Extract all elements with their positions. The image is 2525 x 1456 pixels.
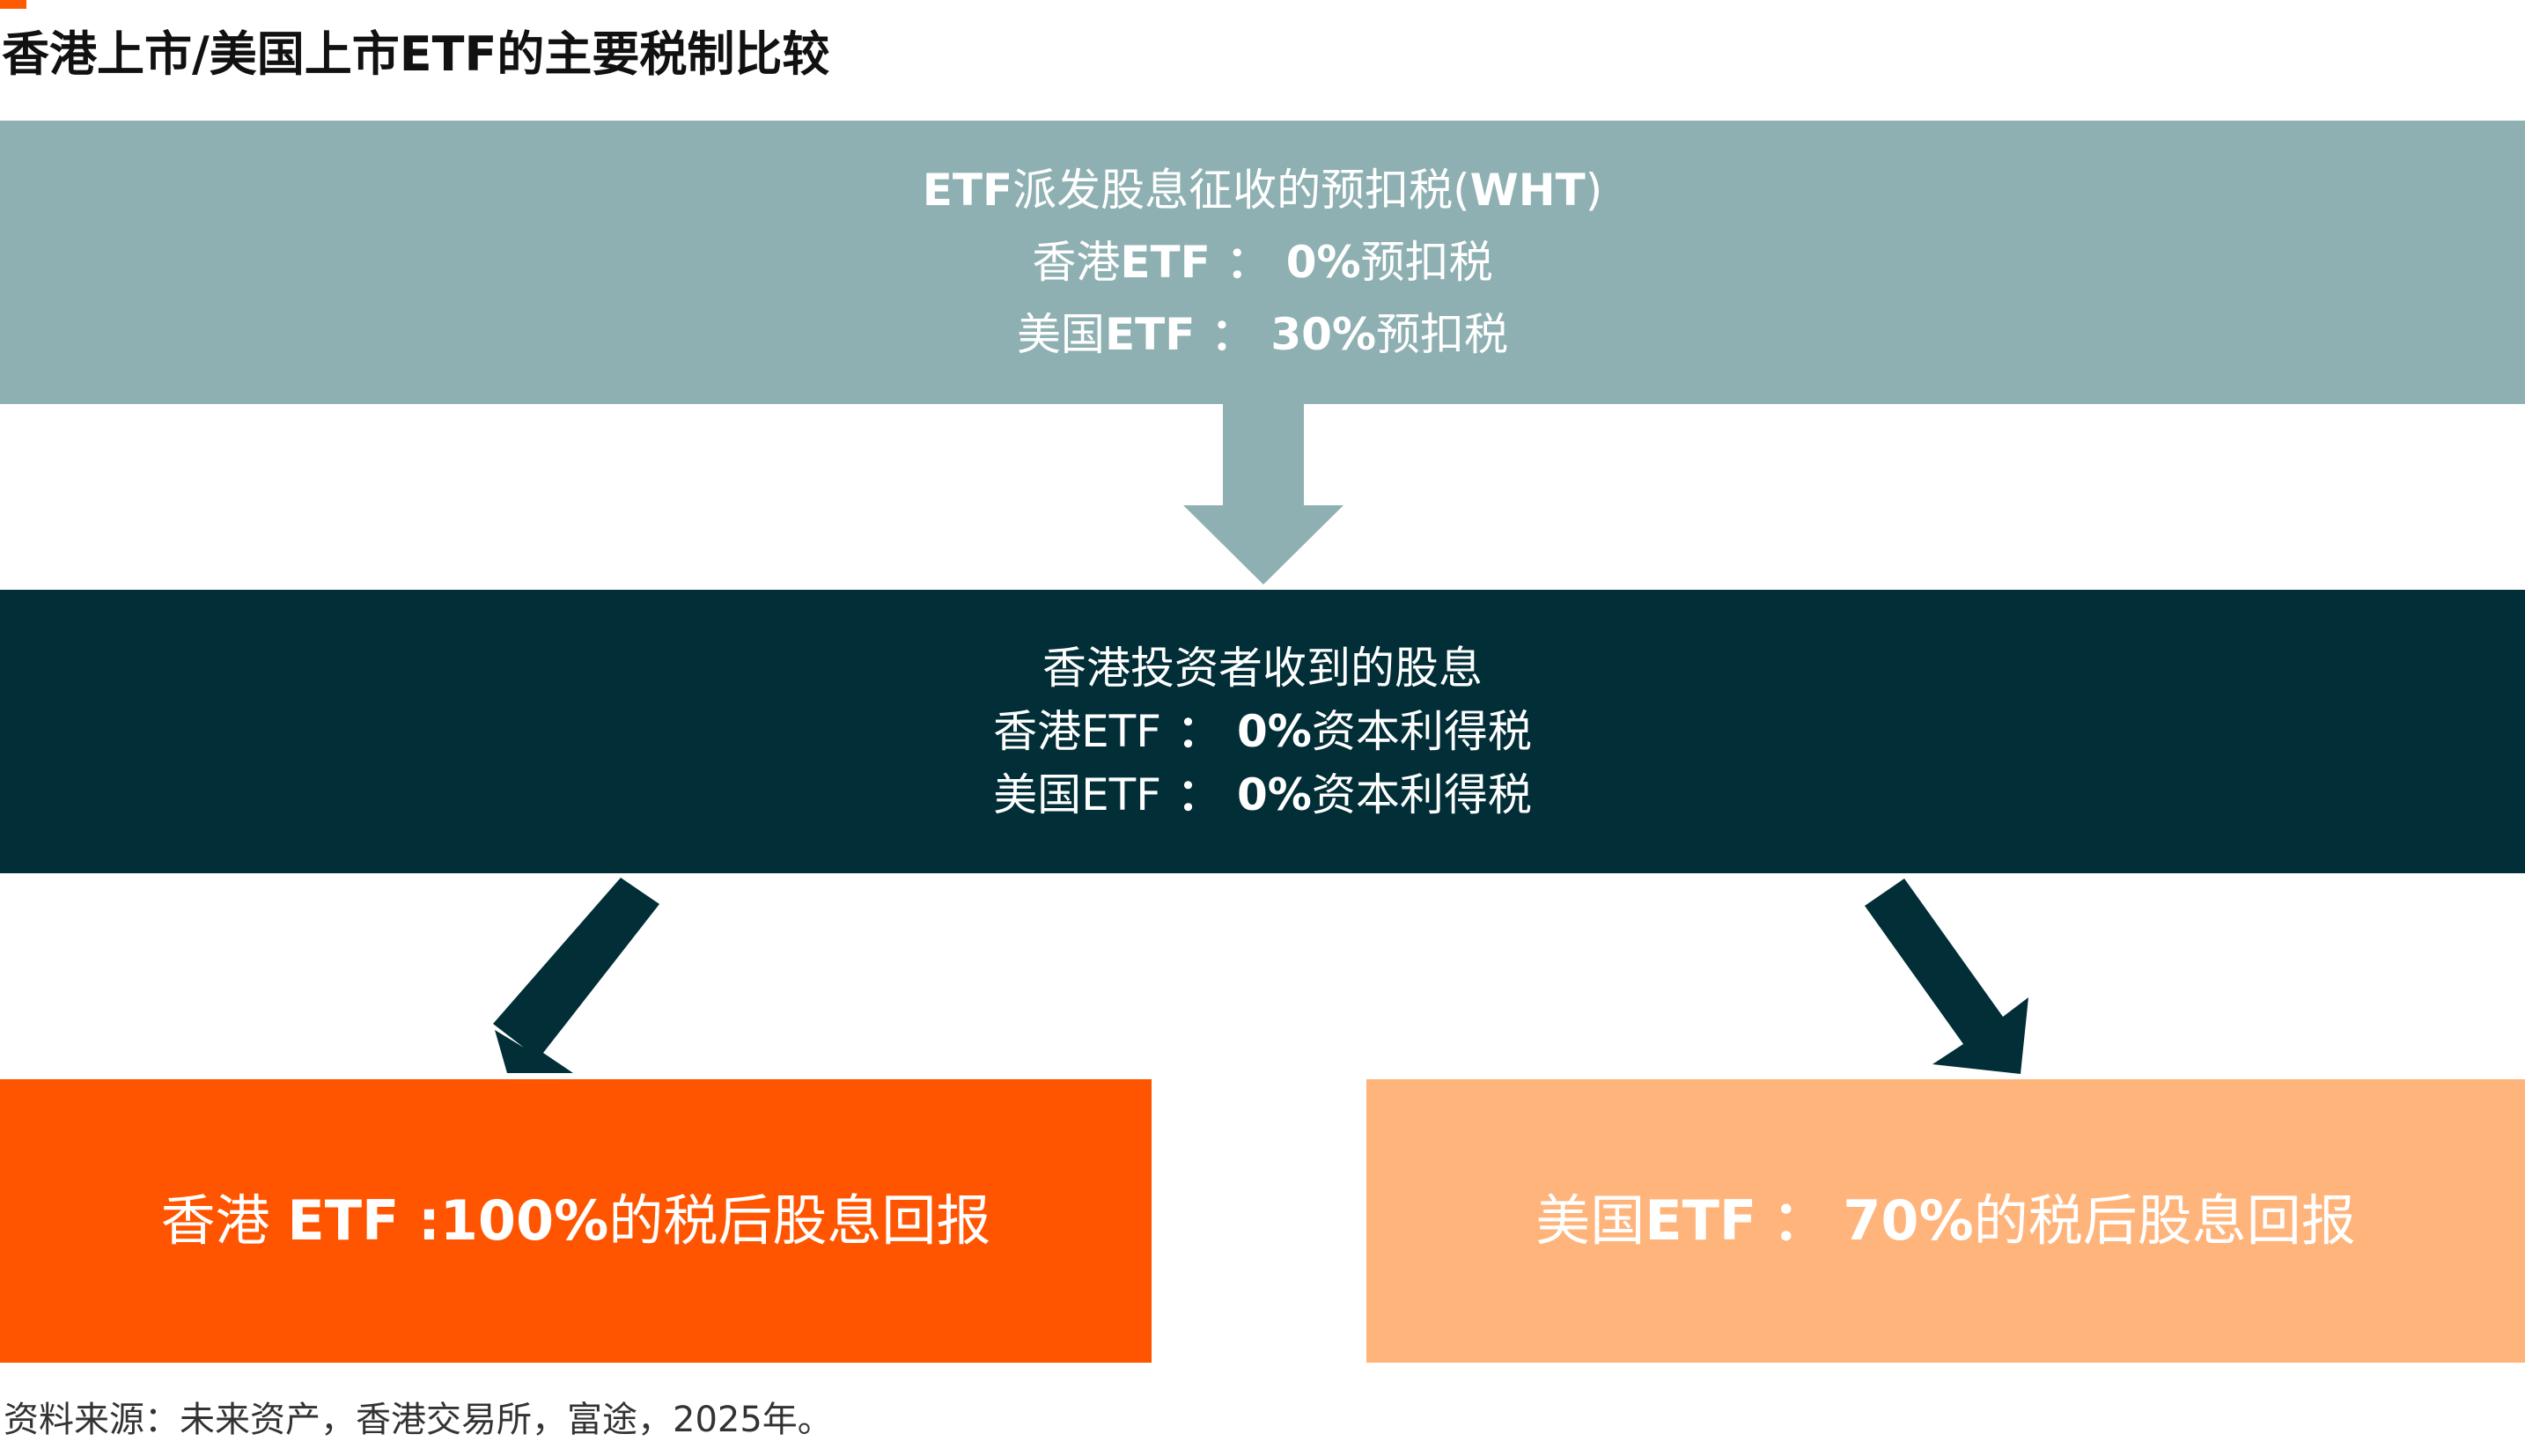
hk-result-suffix: 的税后股息回报 (608, 1188, 991, 1253)
arrow-to-us (1865, 879, 2028, 1074)
us-result-colon: ： (1772, 1188, 1828, 1253)
hk-label-prefix: 香港 (1032, 237, 1121, 288)
us-wht-line: 美国ETF ： 30%预扣税 (1017, 298, 1508, 371)
us-cgt-line: 美国ETF ： 0%资本利得税 (993, 763, 1532, 827)
us-result-box: 美国ETF：70%的税后股息回报 (1366, 1079, 2525, 1363)
hk-result-box: 香港 ETF :100%的税后股息回报 (0, 1079, 1152, 1363)
us-cgt-suffix: 资本利得税 (1311, 769, 1532, 820)
hk-result-value: ETF :100% (287, 1188, 609, 1253)
us-cgt-value: 0% (1237, 769, 1312, 820)
hk-wht-suffix: 预扣税 (1360, 237, 1493, 288)
us-result-prefix: 美国 (1535, 1188, 1645, 1253)
hk-cgt-suffix: 资本利得税 (1311, 706, 1532, 757)
heading-wht-text: WHT (1469, 165, 1586, 216)
hk-cgt-line: 香港ETF ： 0%资本利得税 (993, 700, 1532, 763)
us-label-prefix: 美国 (1016, 309, 1105, 360)
us-result-etf: ETF (1645, 1188, 1757, 1253)
heading-rest-text: 派发股息征收的预扣税( (1012, 165, 1470, 216)
withholding-tax-box: ETF派发股息征收的预扣税(WHT) 香港ETF：0%预扣税 美国ETF：30%… (0, 121, 2525, 404)
us-wht-value: 30% (1270, 309, 1377, 360)
hk-cgt-colon: ： (1177, 706, 1221, 757)
hk-cgt-value: 0% (1237, 706, 1312, 757)
investor-dividend-box: 香港投资者收到的股息 香港ETF：0%资本利得税 美国ETF：0%资本利得税 (0, 590, 2525, 873)
heading-etf-text: ETF (922, 165, 1013, 216)
hk-wht-line: 香港ETF ： 0%预扣税 (1032, 226, 1492, 298)
title-accent-bar (0, 0, 26, 9)
withholding-tax-heading: ETF派发股息征收的预扣税(WHT) (923, 154, 1603, 226)
hk-wht-value: 0% (1285, 237, 1361, 288)
arrow-to-hk (493, 878, 659, 1073)
down-arrow (1183, 404, 1343, 585)
us-result-text: 美国ETF：70%的税后股息回报 (1535, 1181, 2355, 1261)
us-cgt-colon: ： (1177, 769, 1221, 820)
heading-close-paren: ) (1585, 165, 1603, 216)
hk-result-prefix: 香港 (160, 1188, 288, 1253)
us-colon: ： (1211, 309, 1255, 360)
hk-etf-label: 香港ETF (993, 706, 1161, 757)
us-etf-label: 美国ETF (993, 769, 1161, 820)
hk-label-etf: ETF (1120, 237, 1211, 288)
us-label-etf: ETF (1104, 309, 1196, 360)
us-wht-suffix: 预扣税 (1376, 309, 1509, 360)
us-result-value: 70% (1843, 1188, 1974, 1253)
page-title: 香港上市/美国上市ETF的主要税制比较 (2, 26, 830, 82)
hk-colon: ： (1226, 237, 1270, 288)
us-result-suffix: 的税后股息回报 (1973, 1188, 2356, 1253)
investor-heading: 香港投资者收到的股息 (1042, 643, 1483, 694)
source-note: 资料来源：未来资产，香港交易所，富途，2025年。 (4, 1400, 833, 1440)
hk-result-text: 香港 ETF :100%的税后股息回报 (161, 1181, 991, 1261)
